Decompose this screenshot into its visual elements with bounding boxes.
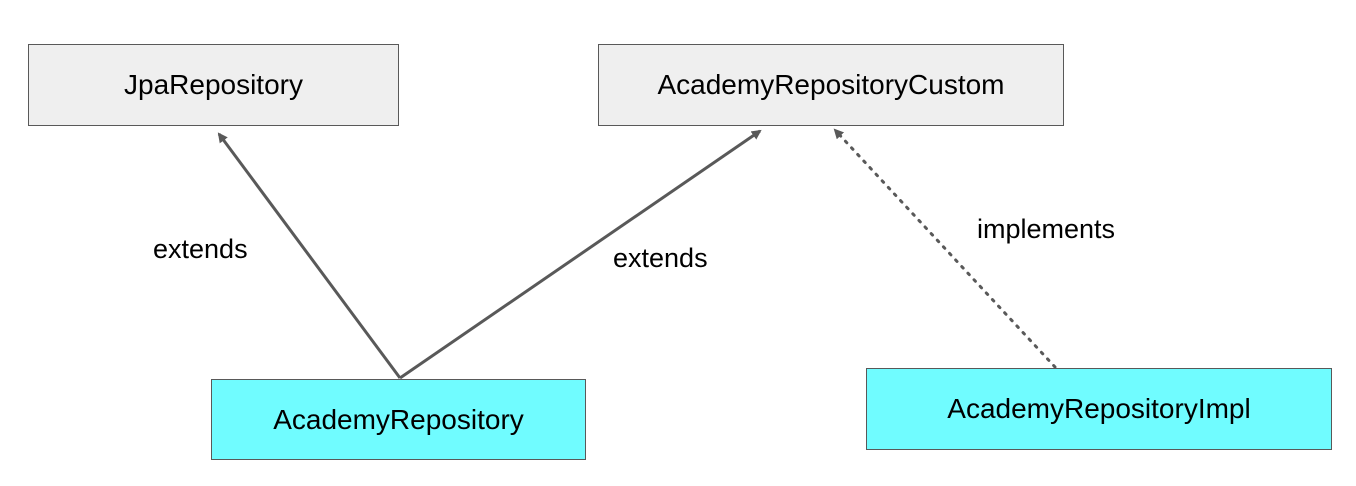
- edge-impl-implements-custom: [833, 128, 1057, 369]
- node-academy-repository-custom-label: AcademyRepositoryCustom: [657, 69, 1005, 100]
- edge-label-impl-implements-custom: implements: [977, 214, 1116, 244]
- node-jpa-repository-label: JpaRepository: [124, 69, 303, 100]
- edge-label-repo-extends-custom: extends: [613, 243, 708, 273]
- edge-repo-extends-jpa: [217, 132, 402, 379]
- node-academy-repository-custom: AcademyRepositoryCustom: [598, 44, 1064, 126]
- edge-label-repo-extends-jpa: extends: [153, 234, 248, 264]
- node-academy-repository-impl: AcademyRepositoryImpl: [866, 368, 1332, 450]
- node-academy-repository-impl-label: AcademyRepositoryImpl: [947, 393, 1251, 424]
- node-academy-repository: AcademyRepository: [211, 379, 586, 460]
- edge-repo-extends-custom: [399, 129, 762, 380]
- node-academy-repository-label: AcademyRepository: [273, 403, 524, 435]
- node-jpa-repository: JpaRepository: [28, 44, 399, 126]
